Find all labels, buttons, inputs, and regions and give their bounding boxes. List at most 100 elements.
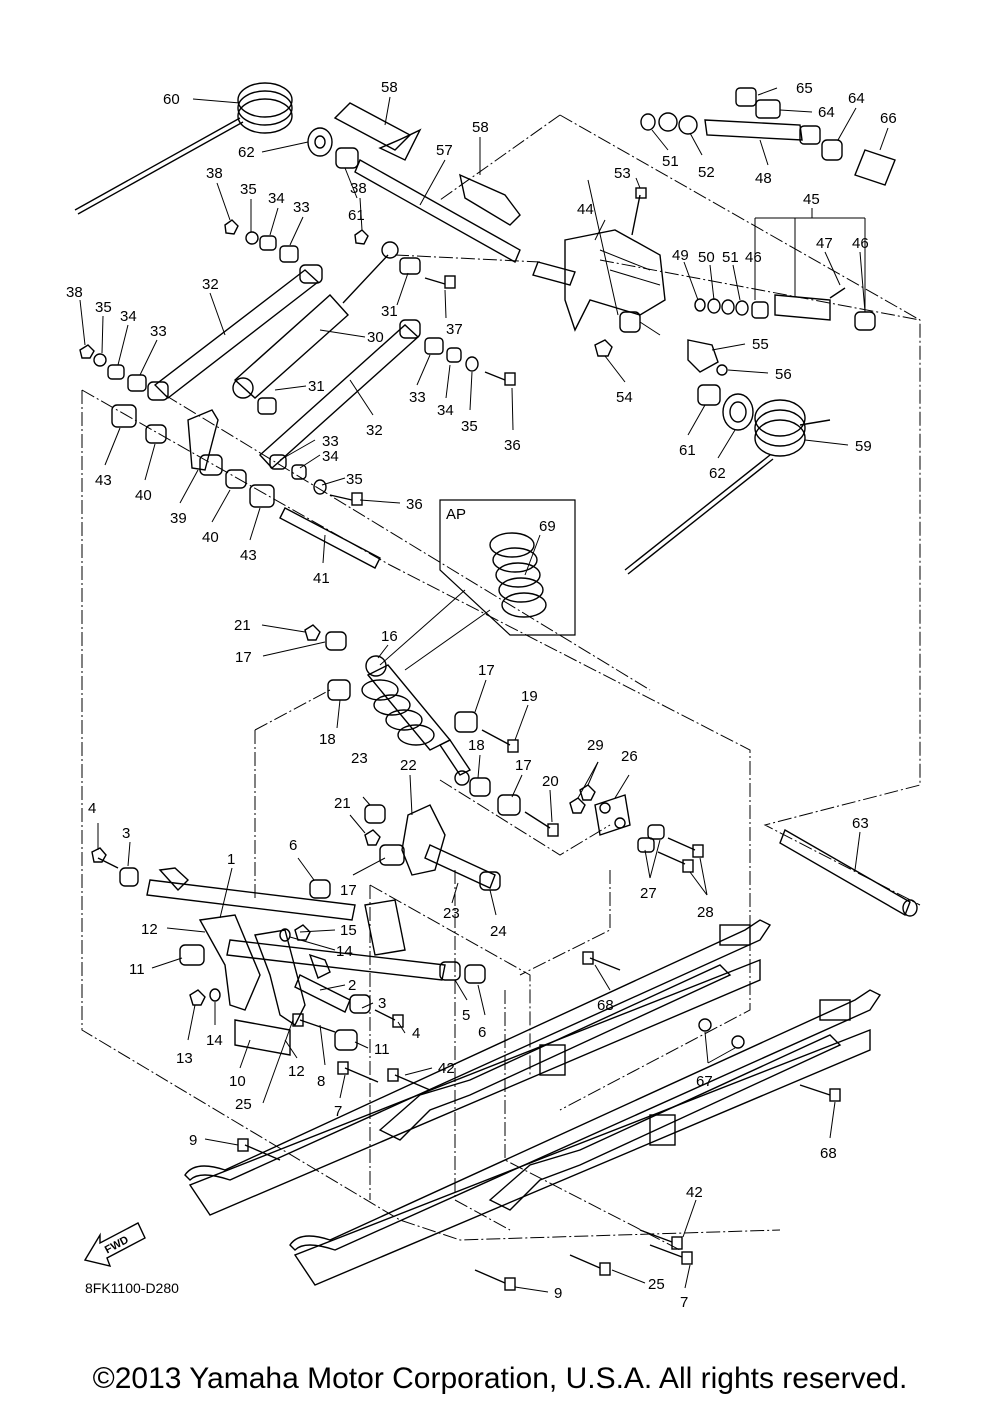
callout: 59 bbox=[855, 438, 872, 455]
torsion-spring-60 bbox=[74, 82, 293, 215]
callout: 35 bbox=[461, 418, 478, 435]
callout: 37 bbox=[446, 321, 463, 338]
callout: 40 bbox=[202, 529, 219, 546]
callout: 61 bbox=[348, 207, 365, 224]
callout: 7 bbox=[680, 1294, 688, 1311]
slide-rail-left bbox=[184, 919, 772, 1216]
callout: 31 bbox=[381, 303, 398, 320]
shock-absorber-16 bbox=[304, 624, 559, 837]
leader-lines bbox=[79, 87, 889, 1293]
bracket-44 bbox=[532, 229, 666, 333]
bracket-22 bbox=[364, 804, 501, 891]
callout: 28 bbox=[697, 904, 714, 921]
callout: 49 bbox=[672, 247, 689, 264]
callout: 34 bbox=[322, 448, 339, 465]
shaft-63 bbox=[779, 828, 918, 917]
lower-arm-assembly bbox=[91, 847, 486, 1056]
callout: 42 bbox=[438, 1060, 455, 1077]
callout: 23 bbox=[351, 750, 368, 767]
callout: 53 bbox=[614, 165, 631, 182]
callout: 6 bbox=[478, 1024, 486, 1041]
callout: 18 bbox=[319, 731, 336, 748]
callout: 17 bbox=[340, 882, 357, 899]
callout: 64 bbox=[848, 90, 865, 107]
bolts-lower bbox=[237, 951, 841, 1291]
callout: 14 bbox=[206, 1032, 223, 1049]
callout: 23 bbox=[443, 905, 460, 922]
callout: 55 bbox=[752, 336, 769, 353]
callout: 6 bbox=[289, 837, 297, 854]
callout: 16 bbox=[381, 628, 398, 645]
callout: 58 bbox=[381, 79, 398, 96]
callout: 34 bbox=[437, 402, 454, 419]
drawing-code: 8FK1100-D280 bbox=[85, 1280, 179, 1296]
callout: 31 bbox=[308, 378, 325, 395]
callout-labels: 60 58 58 57 62 61 38 35 34 33 38 65 64 6… bbox=[66, 79, 897, 1311]
callout: 54 bbox=[616, 389, 633, 406]
callout: 33 bbox=[322, 433, 339, 450]
callout: 50 bbox=[698, 249, 715, 266]
callout: 36 bbox=[504, 437, 521, 454]
callout: 19 bbox=[521, 688, 538, 705]
callout: 66 bbox=[880, 110, 897, 127]
callout: 13 bbox=[176, 1050, 193, 1067]
part-55 bbox=[687, 339, 728, 376]
callout: 17 bbox=[478, 662, 495, 679]
callout: 60 bbox=[163, 91, 180, 108]
callout: 26 bbox=[621, 748, 638, 765]
callout: 68 bbox=[597, 997, 614, 1014]
callout: 69 bbox=[539, 518, 556, 535]
callout: 58 bbox=[472, 119, 489, 136]
ap-label: AP bbox=[446, 506, 466, 523]
callout: 18 bbox=[468, 737, 485, 754]
callout: 38 bbox=[206, 165, 223, 182]
callout: 3 bbox=[378, 995, 386, 1012]
callout: 62 bbox=[238, 144, 255, 161]
callout: 11 bbox=[129, 961, 145, 978]
callout: 35 bbox=[240, 181, 257, 198]
callout: 35 bbox=[346, 471, 363, 488]
callout: 7 bbox=[334, 1103, 342, 1120]
callout: 44 bbox=[577, 201, 594, 218]
callout: 42 bbox=[686, 1184, 703, 1201]
callout: 62 bbox=[709, 465, 726, 482]
callout: 36 bbox=[406, 496, 423, 513]
callout: 8 bbox=[317, 1073, 325, 1090]
callout: 43 bbox=[240, 547, 257, 564]
cover-58 bbox=[333, 102, 422, 161]
callout: 45 bbox=[803, 191, 820, 208]
callout: 29 bbox=[587, 737, 604, 754]
callout: 61 bbox=[679, 442, 696, 459]
callout: 38 bbox=[66, 284, 83, 301]
callout: 27 bbox=[640, 885, 657, 902]
callout: 4 bbox=[88, 800, 96, 817]
callout: 32 bbox=[366, 422, 383, 439]
washer-62-right bbox=[722, 393, 754, 431]
callout: 33 bbox=[150, 323, 167, 340]
callout: 56 bbox=[775, 366, 792, 383]
shaft-57 bbox=[354, 159, 521, 263]
callout: 52 bbox=[698, 164, 715, 181]
callout: 38 bbox=[350, 180, 367, 197]
callout: 21 bbox=[234, 617, 251, 634]
callout: 63 bbox=[852, 815, 869, 832]
callout: 40 bbox=[135, 487, 152, 504]
callout: 39 bbox=[170, 510, 187, 527]
callout: 20 bbox=[542, 773, 559, 790]
callout: 51 bbox=[722, 249, 739, 266]
callout: 17 bbox=[515, 757, 532, 774]
callout: 34 bbox=[120, 308, 137, 325]
callout: 1 bbox=[227, 851, 235, 868]
callout: 22 bbox=[400, 757, 417, 774]
bracket-26 bbox=[569, 784, 704, 873]
bushing-61-top bbox=[335, 147, 359, 169]
torsion-spring-59 bbox=[624, 399, 831, 575]
callout: 15 bbox=[340, 922, 357, 939]
callout: 68 bbox=[820, 1145, 837, 1162]
callout: 17 bbox=[235, 649, 252, 666]
callout: 67 bbox=[696, 1073, 713, 1090]
callout: 47 bbox=[816, 235, 833, 252]
callout: 4 bbox=[412, 1025, 420, 1042]
top-right-parts bbox=[640, 87, 896, 186]
callout: 30 bbox=[367, 329, 384, 346]
